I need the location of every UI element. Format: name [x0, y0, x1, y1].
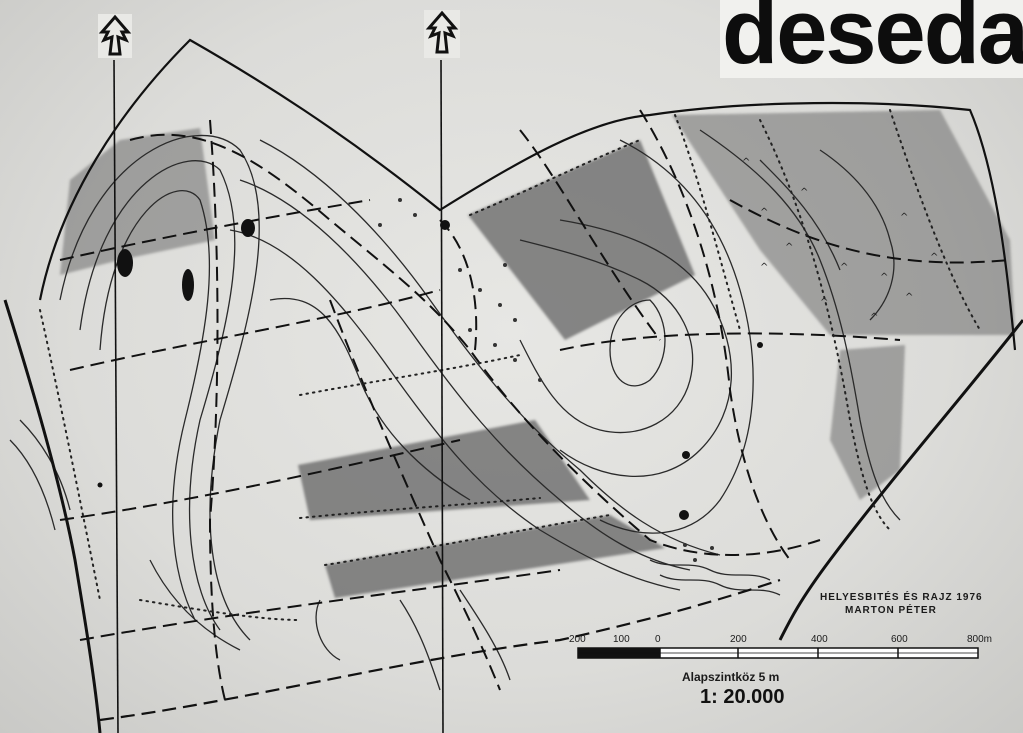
- track-4: [329, 299, 501, 691]
- scale-tick-label: 800m: [967, 634, 993, 645]
- footpaths: [39, 109, 981, 621]
- title-panel: [720, 0, 1023, 78]
- dense-vegetation-northwest: [60, 128, 215, 275]
- credit-line-1: HELYESBITÉS ÉS RAJZ 1976: [820, 592, 983, 603]
- road-south: [99, 578, 781, 722]
- dense-vegetation-center: [298, 420, 590, 520]
- svg-text:^: ^: [880, 272, 888, 283]
- track-5: [208, 119, 226, 701]
- boulder-2: [182, 269, 194, 301]
- scale-tick-label: 400: [811, 634, 828, 645]
- track-3: [639, 109, 791, 561]
- svg-text:^: ^: [742, 157, 750, 168]
- track-2: [519, 129, 661, 341]
- outer-boundary: [38, 38, 1017, 351]
- scale-tick-label: 600: [891, 634, 908, 645]
- scale-tick-label: 200: [569, 634, 586, 645]
- contour-lines: [9, 129, 901, 691]
- knoll-5: [757, 342, 763, 348]
- dense-vegetation-south: [325, 515, 665, 598]
- knoll-1: [440, 220, 450, 230]
- boulder-1: [117, 249, 133, 277]
- knoll-2: [682, 451, 690, 459]
- track-8: [79, 569, 561, 641]
- dense-vegetation-north: [468, 140, 695, 340]
- svg-text:^: ^: [785, 242, 793, 253]
- track-12: [439, 219, 478, 351]
- track-1: [129, 133, 821, 556]
- boulder-3: [241, 219, 255, 237]
- svg-text:^: ^: [900, 212, 908, 223]
- svg-text:^: ^: [760, 262, 768, 273]
- svg-text:^: ^: [905, 292, 913, 303]
- contour-interval-label: Alapszintköz 5 m: [682, 670, 780, 684]
- svg-text:^: ^: [800, 187, 808, 198]
- svg-text:^: ^: [870, 312, 878, 323]
- scale-bar: [577, 647, 979, 659]
- rough-open-symbols: ^ ^ ^ ^ ^ ^ ^ ^ ^ ^ ^ ^: [742, 157, 938, 323]
- roads-and-boundaries: [3, 38, 1023, 733]
- map-title: deseda: [722, 0, 1023, 83]
- svg-text:^: ^: [820, 297, 828, 308]
- main-road-west: [3, 299, 102, 733]
- point-features: [97, 219, 763, 520]
- stony-ground-dots: [378, 198, 714, 562]
- dense-vegetation-east: [830, 345, 905, 500]
- vegetation-areas: [60, 110, 1015, 598]
- main-road-southeast: [778, 319, 1023, 641]
- credit-line-2: MARTON PÉTER: [845, 605, 937, 616]
- svg-text:^: ^: [760, 207, 768, 218]
- dense-vegetation-northeast: [672, 110, 1015, 335]
- knoll-3: [679, 510, 689, 520]
- knoll-4: [97, 482, 103, 488]
- scale-tick-label: 100: [613, 634, 630, 645]
- scale-tick-label: 0: [655, 634, 661, 645]
- north-arrow-center: [424, 10, 460, 58]
- scale-tick-label: 200: [730, 634, 747, 645]
- track-6: [69, 289, 441, 371]
- scale-ratio-label: 1: 20.000: [700, 686, 785, 708]
- north-lines: [113, 59, 444, 733]
- north-arrow-left: [98, 14, 132, 58]
- svg-text:^: ^: [840, 262, 848, 273]
- svg-text:^: ^: [930, 252, 938, 263]
- track-10: [559, 332, 901, 351]
